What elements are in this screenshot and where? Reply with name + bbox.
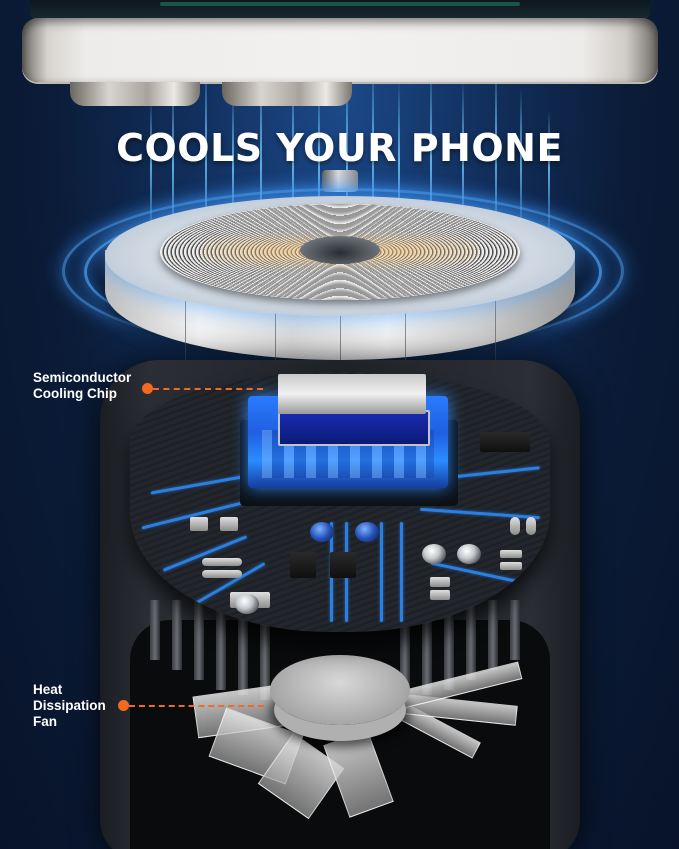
callout-dot — [142, 383, 153, 394]
heatsink — [150, 600, 530, 710]
fan-hub — [270, 655, 410, 725]
chip-cold-plate — [278, 410, 430, 446]
callout-label-line: Heat — [33, 682, 63, 697]
callout-leader-line — [153, 388, 263, 390]
phone-camera-lens — [70, 82, 200, 106]
phone-camera-lens — [222, 82, 352, 106]
phone — [22, 18, 658, 82]
magnet-post — [322, 170, 358, 192]
callout-label-line: Dissipation — [33, 698, 106, 713]
callout-label-line: Cooling Chip — [33, 386, 117, 401]
callout-semiconductor-cooling-chip: Semiconductor Cooling Chip — [33, 370, 131, 402]
phone-screen-edge — [30, 0, 650, 20]
callout-dot — [118, 700, 129, 711]
callout-label-line: Fan — [33, 714, 58, 729]
callout-label-line: Semiconductor — [33, 370, 132, 385]
chip-metal-plate — [278, 374, 426, 414]
callout-heat-dissipation-fan: Heat Dissipation Fan — [33, 682, 106, 730]
headline: COOLS YOUR PHONE — [116, 126, 563, 170]
callout-leader-line — [129, 705, 264, 707]
coil-center — [300, 236, 380, 264]
